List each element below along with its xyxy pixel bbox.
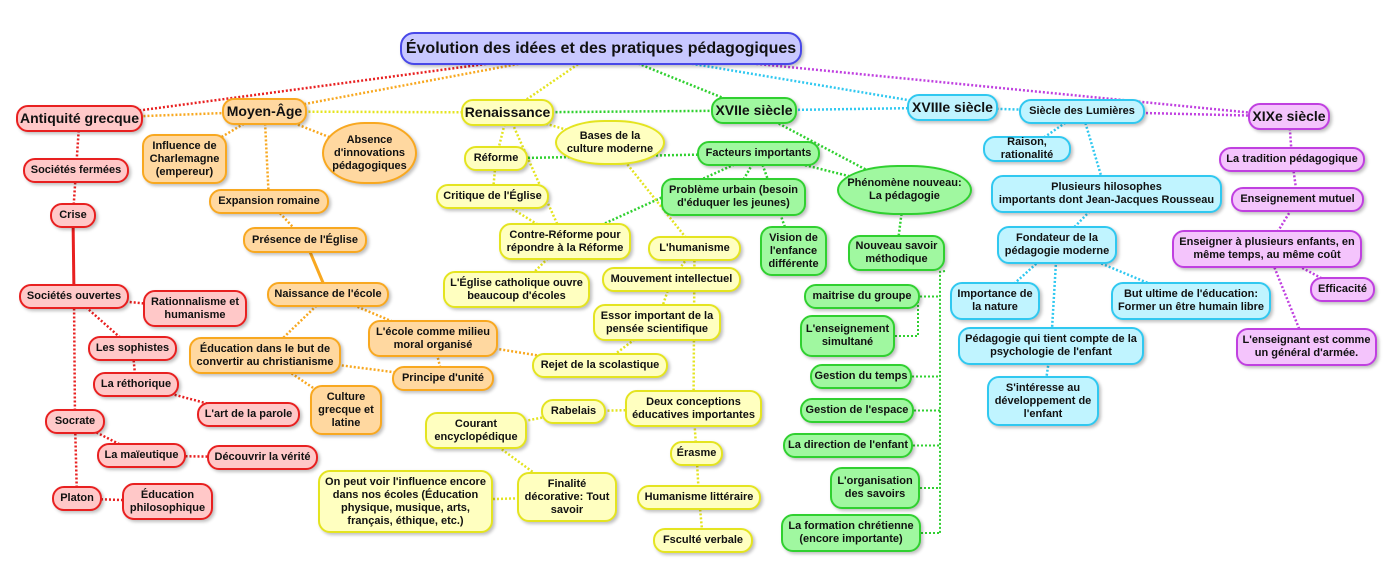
- connector-litteraire-verbale: [697, 497, 705, 541]
- node-presence-eglise[interactable]: Présence de l'Église: [243, 227, 367, 253]
- node-facteurs-importants[interactable]: Facteurs importants: [697, 141, 820, 166]
- node-enseignement-mutuel[interactable]: Enseignement mutuel: [1231, 187, 1364, 212]
- node-crise[interactable]: Crise: [50, 203, 96, 228]
- node-direction-enfant[interactable]: La direction de l'enfant: [783, 433, 913, 458]
- node-socrate[interactable]: Socrate: [45, 409, 105, 434]
- node-xviie-siecle[interactable]: XVIIe siècle: [711, 97, 797, 124]
- node-raison-rationalite[interactable]: Raison, rationalité: [983, 136, 1071, 162]
- node-probleme-urbain[interactable]: Problème urbain (besoin d'éduquer les je…: [661, 178, 806, 216]
- node-xixe-siecle[interactable]: XIXe siècle: [1248, 103, 1330, 130]
- connector-title-renaissance: [506, 47, 602, 114]
- node-faculte-verbale[interactable]: Fsculté verbale: [653, 528, 753, 553]
- node-maitrise-groupe[interactable]: maitrise du groupe: [804, 284, 920, 309]
- node-phenomene-nouveau[interactable]: Phénomène nouveau: La pédagogie: [837, 165, 972, 215]
- connector-moyenage-absence: [264, 110, 370, 155]
- node-rejet-scolastique[interactable]: Rejet de la scolastique: [532, 353, 668, 378]
- node-but-ultime[interactable]: But ultime de l'éducation: Former un êtr…: [1111, 282, 1271, 320]
- node-erasme[interactable]: Érasme: [670, 441, 723, 466]
- node-critique-eglise[interactable]: Critique de l'Église: [436, 184, 549, 209]
- node-developpement-enfant[interactable]: S'intéresse au développement de l'enfant: [987, 376, 1099, 426]
- node-gestion-espace[interactable]: Gestion de l'espace: [800, 398, 914, 423]
- connector-renaissance-contre: [506, 111, 567, 243]
- node-bases-culture-moderne[interactable]: Bases de la culture moderne: [555, 120, 665, 165]
- node-general-armee[interactable]: L'enseignant est comme un général d'armé…: [1236, 328, 1377, 366]
- node-philosophes-rousseau[interactable]: Plusieurs hilosophes importants dont Jea…: [991, 175, 1222, 213]
- connector-naissance-milieu: [327, 293, 434, 340]
- node-naissance-ecole[interactable]: Naissance de l'école: [267, 282, 389, 307]
- node-renaissance[interactable]: Renaissance: [461, 99, 554, 126]
- node-principe-unite[interactable]: Principe d'unité: [392, 366, 494, 391]
- node-courant-encyclopedique[interactable]: Courant encyclopédique: [425, 412, 527, 449]
- node-contre-reforme[interactable]: Contre-Réforme pour répondre à la Réform…: [499, 223, 631, 260]
- node-maieutique[interactable]: La maïeutique: [97, 443, 186, 468]
- node-moyen-age[interactable]: Moyen-Âge: [222, 98, 307, 125]
- node-convertir-christianisme[interactable]: Éducation dans le but de convertir au ch…: [189, 337, 341, 374]
- node-societes-ouvertes[interactable]: Sociétés ouvertes: [19, 284, 129, 309]
- connector-facteurs-vision: [757, 153, 795, 252]
- connector-crise-ouvertes: [71, 215, 76, 297]
- connector-antiquite-moyenage: [79, 110, 265, 120]
- node-antiquite-grecque[interactable]: Antiquité grecque: [16, 105, 143, 132]
- node-influence-ecoles[interactable]: On peut voir l'influence encore dans nos…: [318, 470, 493, 533]
- connector-milieu-unite: [431, 338, 445, 379]
- node-eglise-catholique-ecoles[interactable]: L'Église catholique ouvre beaucoup d'éco…: [443, 271, 590, 308]
- node-rabelais[interactable]: Rabelais: [541, 399, 606, 424]
- node-finalite-decorative[interactable]: Finalité décorative: Tout savoir: [517, 472, 617, 522]
- node-formation-chretienne[interactable]: La formation chrétienne (encore importan…: [781, 514, 921, 552]
- connector-title-xviii: [600, 47, 953, 109]
- node-humanisme-litteraire[interactable]: Humanisme littéraire: [637, 485, 761, 510]
- connector-xix-tradition: [1287, 116, 1294, 160]
- node-xviiie-siecle[interactable]: XVIIIe siècle: [907, 94, 998, 121]
- connector-ouvertes-socrate: [72, 296, 77, 422]
- node-societes-fermees[interactable]: Sociétés fermées: [23, 158, 129, 183]
- node-platon[interactable]: Platon: [52, 486, 102, 511]
- node-nouveau-savoir[interactable]: Nouveau savoir méthodique: [848, 235, 945, 271]
- connector-bases-humanisme: [609, 141, 696, 250]
- node-organisation-savoirs[interactable]: L'organisation des savoirs: [830, 467, 920, 509]
- central-topic[interactable]: Évolution des idées et des pratiques péd…: [400, 32, 802, 65]
- node-siecle-lumieres[interactable]: Siècle des Lumières: [1019, 99, 1145, 124]
- node-fondateur-pedagogie[interactable]: Fondateur de la pédagogie moderne: [997, 226, 1117, 264]
- connector-title-xix: [600, 47, 1290, 118]
- bracket-connector: [895, 270, 946, 534]
- node-rationnalisme[interactable]: Rationnalisme et humanisme: [143, 290, 247, 327]
- connector-socrate-platon: [73, 421, 79, 499]
- node-mouvement-intellectuel[interactable]: Mouvement intellectuel: [602, 267, 741, 292]
- node-gestion-temps[interactable]: Gestion du temps: [810, 364, 912, 389]
- node-ecole-milieu-moral[interactable]: L'école comme milieu moral organisé: [368, 320, 498, 357]
- node-sophistes[interactable]: Les sophistes: [88, 336, 177, 361]
- node-rethorique[interactable]: La réthorique: [93, 372, 179, 397]
- node-absence-innovations[interactable]: Absence d'innovations pédagogiques: [322, 122, 417, 184]
- node-essor-pensee-scientifique[interactable]: Essor important de la pensée scientifiqu…: [593, 304, 721, 341]
- node-efficacite[interactable]: Efficacité: [1310, 277, 1375, 302]
- node-art-parole[interactable]: L'art de la parole: [197, 402, 300, 427]
- node-enseignement-simultane[interactable]: L'enseignement simultané: [800, 315, 895, 357]
- connector-lumieres-raison: [1026, 110, 1083, 151]
- connector-moyenage-expansion: [263, 111, 271, 202]
- node-importance-nature[interactable]: Importance de la nature: [950, 282, 1040, 320]
- node-plusieurs-enfants[interactable]: Enseigner à plusieurs enfants, en même t…: [1172, 230, 1362, 268]
- node-culture-grecque-latine[interactable]: Culture grecque et latine: [310, 385, 382, 435]
- node-deux-conceptions[interactable]: Deux conceptions éducatives importantes: [625, 390, 762, 427]
- node-vision-enfance[interactable]: Vision de l'enfance différente: [760, 226, 827, 276]
- node-psychologie-enfant[interactable]: Pédagogie qui tient compte de la psychol…: [958, 327, 1144, 365]
- connector-contre-facteurs: [564, 152, 760, 243]
- node-education-philosophique[interactable]: Éducation philosophique: [122, 483, 213, 520]
- node-charlemagne[interactable]: Influence de Charlemagne (empereur): [142, 134, 227, 184]
- node-tradition-pedagogique[interactable]: La tradition pédagogique: [1219, 147, 1365, 172]
- node-decouvrir-verite[interactable]: Découvrir la vérité: [207, 445, 318, 470]
- node-reforme[interactable]: Réforme: [464, 146, 528, 171]
- node-humanisme[interactable]: L'humanisme: [648, 236, 741, 261]
- node-expansion-romaine[interactable]: Expansion romaine: [209, 189, 329, 214]
